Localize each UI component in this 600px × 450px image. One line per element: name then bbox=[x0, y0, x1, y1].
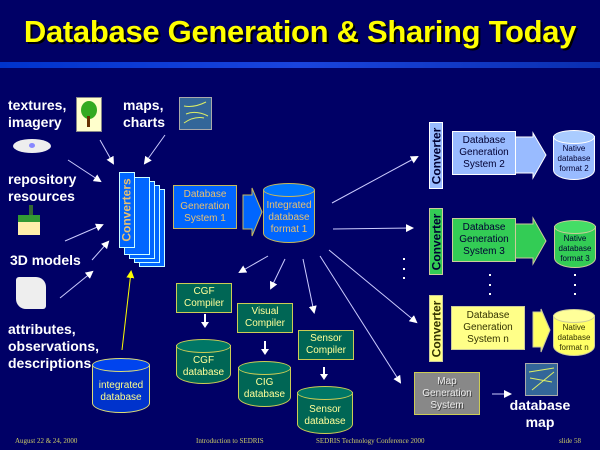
arrow-visual-compile bbox=[261, 341, 269, 355]
arrow-repository bbox=[67, 159, 102, 183]
ellipsis-dot bbox=[489, 274, 491, 276]
cig-db-cylinder: CIG database bbox=[238, 361, 291, 407]
arrow-sensor-compile bbox=[320, 367, 328, 380]
database-map-label: database map bbox=[509, 397, 571, 430]
label-textures: textures, imagery bbox=[8, 97, 67, 130]
cgf-db-cylinder: CGF database bbox=[176, 339, 231, 384]
cgf-compiler-box: CGF Compiler bbox=[176, 283, 232, 313]
integrated-format-cylinder: Integrated database format 1 bbox=[263, 183, 315, 243]
arrow-to-cgf bbox=[238, 255, 269, 273]
visual-compiler-box: Visual Compiler bbox=[237, 303, 293, 333]
database-map-icon bbox=[525, 363, 558, 396]
dbgs-1-box: Database Generation System 1 bbox=[173, 185, 237, 229]
label-3d-models: 3D models bbox=[10, 252, 81, 268]
native-format-3-cylinder: Native database format 3 bbox=[554, 220, 596, 268]
slide-title: Database Generation & Sharing Today bbox=[23, 14, 577, 49]
arrow-to-dbgs2 bbox=[331, 156, 419, 204]
arrow-to-visual bbox=[270, 258, 286, 290]
arrow-to-sensor bbox=[302, 258, 317, 314]
tree-icon bbox=[76, 97, 102, 132]
arrow-to-dbgs3 bbox=[332, 224, 414, 233]
integrated-format-label: Integrated database format 1 bbox=[266, 200, 312, 235]
block-arrow-dbgs2 bbox=[514, 131, 547, 180]
arrow-to-dbgsn bbox=[328, 249, 418, 324]
map-generation-box: Map Generation System bbox=[414, 372, 480, 415]
ellipsis-dot bbox=[489, 284, 491, 286]
ellipsis-dot bbox=[403, 277, 405, 279]
arrow-to-map bbox=[319, 255, 402, 384]
converters-box: Converters bbox=[119, 172, 135, 248]
dbgs-2-box: Database Generation System 2 bbox=[452, 131, 516, 175]
label-maps: maps, charts bbox=[123, 97, 166, 130]
native-format-2-cylinder: Native database format 2 bbox=[553, 130, 595, 180]
converter-n: Converter bbox=[429, 295, 443, 362]
dbgs-n-box: Database Generation System n bbox=[451, 306, 525, 350]
arrow-cgf-compile bbox=[201, 314, 209, 328]
cd-icon bbox=[13, 139, 51, 153]
converter-2: Converter bbox=[429, 122, 443, 189]
integrated-db-cylinder: integrated database bbox=[92, 358, 150, 413]
ellipsis-dot bbox=[489, 293, 491, 295]
ellipsis-dot bbox=[403, 258, 405, 260]
arrow-maps bbox=[143, 134, 166, 165]
arrow-3d bbox=[91, 240, 110, 261]
cgf-db-label: CGF database bbox=[182, 355, 225, 378]
converter-3: Converter bbox=[429, 208, 443, 275]
native-format-n-cylinder: Native database format n bbox=[553, 309, 595, 356]
block-arrow-dbgs3 bbox=[514, 216, 547, 266]
block-arrow-dbgsn bbox=[532, 308, 551, 353]
label-attributes: attributes, observations, descriptions bbox=[8, 321, 100, 371]
ellipsis-dot bbox=[403, 268, 405, 270]
arrow-models bbox=[64, 223, 104, 242]
scroll-icon bbox=[16, 277, 46, 309]
map-icon bbox=[179, 97, 212, 130]
integrated-db-label: integrated database bbox=[98, 380, 144, 403]
ellipsis-dot bbox=[574, 284, 576, 286]
converters-label: Converters bbox=[120, 178, 135, 242]
sensor-compiler-box: Sensor Compiler bbox=[298, 330, 354, 360]
sensor-db-label: Sensor database bbox=[304, 404, 346, 427]
footer-course: Introduction to SEDRIS bbox=[196, 437, 264, 445]
dbgs-3-box: Database Generation System 3 bbox=[452, 218, 516, 262]
footer-slide-number: slide 58 bbox=[559, 437, 581, 445]
ellipsis-dot bbox=[574, 293, 576, 295]
sensor-db-cylinder: Sensor database bbox=[297, 386, 353, 434]
title-divider bbox=[0, 62, 600, 68]
arrow-attributes bbox=[59, 270, 94, 299]
cig-db-label: CIG database bbox=[243, 377, 286, 400]
arrow-integrated-db bbox=[121, 270, 135, 351]
building-icon bbox=[16, 205, 40, 235]
arrow-textures bbox=[99, 139, 114, 165]
footer-conference: SEDRIS Technology Conference 2000 bbox=[316, 437, 425, 445]
block-arrow-dbgs1 bbox=[242, 187, 263, 237]
label-repository: repository resources bbox=[8, 171, 77, 204]
footer-date: August 22 & 24, 2000 bbox=[15, 437, 78, 445]
ellipsis-dot bbox=[574, 274, 576, 276]
